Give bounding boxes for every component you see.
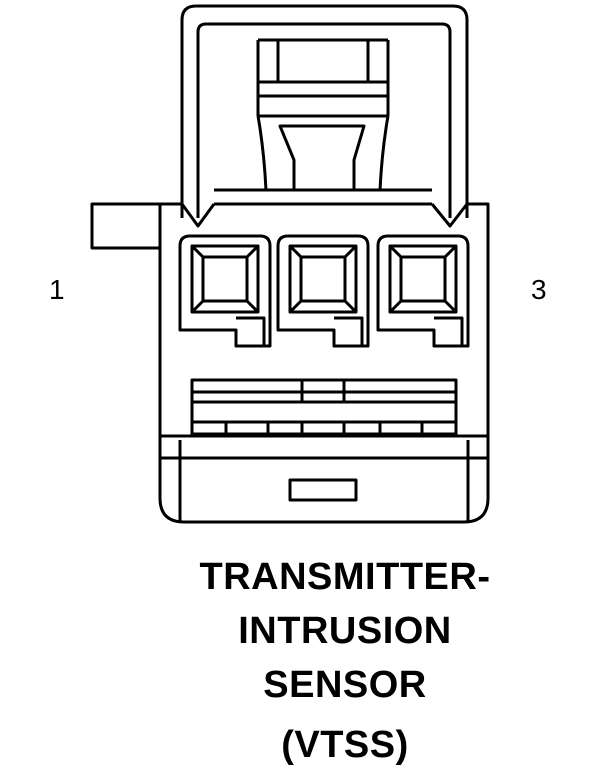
caption-line-1: TRANSMITTER- [199, 556, 491, 598]
cavity-2 [276, 234, 370, 348]
shroud-slot [288, 478, 358, 502]
side-ear [90, 202, 160, 250]
latch-arrow-right [430, 203, 469, 228]
lower-shroud [160, 434, 488, 522]
latch-inner [196, 22, 452, 218]
caption-line-4: (VTSS) [281, 724, 409, 766]
latch-arrow-left [180, 203, 216, 228]
caption-line-3: SENSOR [263, 664, 427, 706]
latch-mechanism [214, 38, 432, 206]
cavity-1 [178, 234, 272, 348]
connector-body [158, 202, 490, 524]
connector-diagram [90, 4, 490, 524]
tpa-slots [190, 378, 458, 436]
latch-outer [180, 4, 469, 218]
caption-line-2: INTRUSION [238, 610, 452, 652]
pin-label-1: 1 [49, 274, 65, 305]
pin-label-3: 3 [531, 274, 547, 305]
cavity-3 [376, 234, 470, 348]
